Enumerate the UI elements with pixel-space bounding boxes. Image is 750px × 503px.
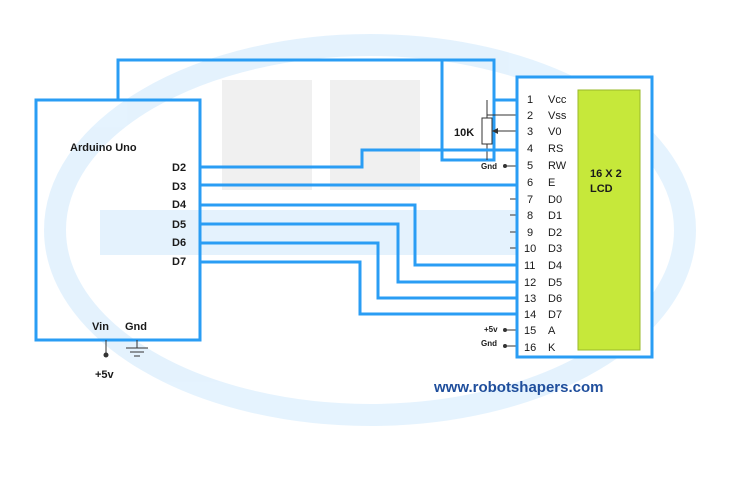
lcd-pin-name: D6	[548, 293, 562, 305]
lcd-pin-name: D1	[548, 210, 562, 222]
lcd-pin-name: RW	[548, 160, 567, 172]
lcd-pin-num: 1	[527, 94, 533, 106]
a-supply-label: +5v	[484, 325, 498, 334]
wire-d2-rs	[200, 148, 517, 169]
lcd-pin-num: 15	[524, 325, 536, 337]
k-gnd-node-icon	[503, 344, 507, 348]
lcd-pin-name: RS	[548, 143, 563, 155]
lcd-pin-num: 12	[524, 277, 536, 289]
watermark	[44, 34, 696, 426]
lcd-pin-num: 5	[527, 160, 533, 172]
lcd-pin-num: 7	[527, 194, 533, 206]
wire-d5-d5	[200, 222, 517, 284]
arduino-pin-d6: D6	[172, 237, 186, 249]
lcd-pin-num: 3	[527, 126, 533, 138]
arduino-pin-d5: D5	[172, 219, 186, 231]
lcd-pin-name: Vss	[548, 110, 567, 122]
lcd-pin-name: Vcc	[548, 94, 567, 106]
arduino-pin-d4: D4	[172, 199, 187, 211]
lcd-pin-list: 1 Vcc 2 Vss 3 V0 4 RS 5 RW 6 E 7 D0 8 D1…	[524, 94, 567, 354]
lcd-pin-name: D7	[548, 309, 562, 321]
wire-d7-d7	[200, 260, 517, 316]
lcd-pin-name: E	[548, 177, 555, 189]
lcd-pin-name: D3	[548, 243, 562, 255]
lcd-pin-num: 11	[524, 260, 535, 272]
rw-gnd-node-icon	[503, 164, 507, 168]
arduino-pin-d2: D2	[172, 162, 186, 174]
a-supply-node-icon	[503, 328, 507, 332]
lcd-pin-num: 2	[527, 110, 533, 122]
lcd-pin-num: 4	[527, 143, 533, 155]
ground-icon	[126, 340, 148, 357]
lcd-pin-num: 6	[527, 177, 533, 189]
lcd-pin-name: K	[548, 342, 556, 354]
lcd-pin-name: A	[548, 325, 556, 337]
rw-gnd-label: Gnd	[481, 162, 497, 171]
lcd-pin-name: D2	[548, 227, 562, 239]
lcd-pin-name: D4	[548, 260, 562, 272]
lcd-pin-num: 16	[524, 342, 536, 354]
arduino-pin-d3: D3	[172, 181, 186, 193]
lcd-title-line1: 16 X 2	[590, 168, 622, 180]
lcd-pin-name: D5	[548, 277, 562, 289]
arduino-pin-gnd: Gnd	[125, 321, 147, 333]
supply-node-icon	[103, 352, 109, 358]
pot-label: 10K	[454, 127, 474, 139]
potentiometer	[481, 100, 517, 160]
pot-box	[440, 58, 496, 162]
lcd-pin-name: V0	[548, 126, 561, 138]
lcd-pin-num: 14	[524, 309, 536, 321]
wire-d4-d4	[200, 203, 517, 267]
lcd-pin-num: 8	[527, 210, 533, 222]
lcd-screen	[577, 89, 641, 351]
lcd-pin-num: 9	[527, 227, 533, 239]
arduino-pin-vin: Vin	[92, 321, 109, 333]
arduino-pin-d7: D7	[172, 256, 186, 268]
lcd-pin-num: 10	[524, 243, 536, 255]
arduino-title: Arduino Uno	[70, 142, 137, 154]
supply-label: +5v	[95, 369, 115, 381]
k-gnd-label: Gnd	[481, 339, 497, 348]
site-url: www.robotshapers.com	[433, 379, 603, 396]
lcd-pin-num: 13	[524, 293, 536, 305]
wire-d6-d6	[200, 241, 517, 300]
lcd-title-line2: LCD	[590, 183, 613, 195]
lcd-pin-name: D0	[548, 194, 562, 206]
